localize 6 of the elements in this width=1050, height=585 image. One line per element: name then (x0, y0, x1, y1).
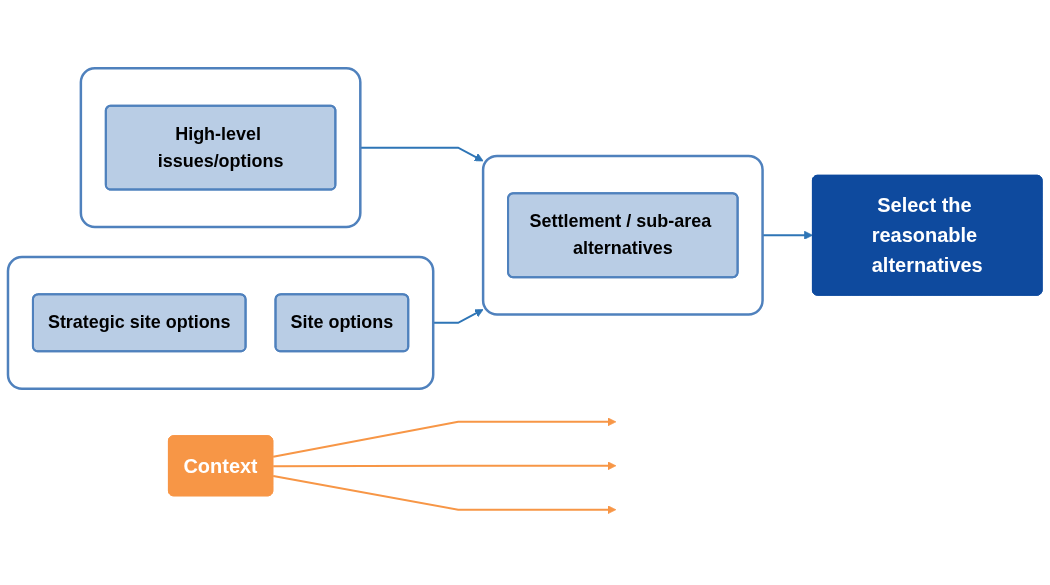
cluster (481, 154, 764, 316)
cluster (79, 67, 362, 229)
cluster (6, 255, 435, 390)
arrow (272, 417, 617, 458)
arrow (272, 474, 617, 515)
arrow (272, 461, 617, 471)
